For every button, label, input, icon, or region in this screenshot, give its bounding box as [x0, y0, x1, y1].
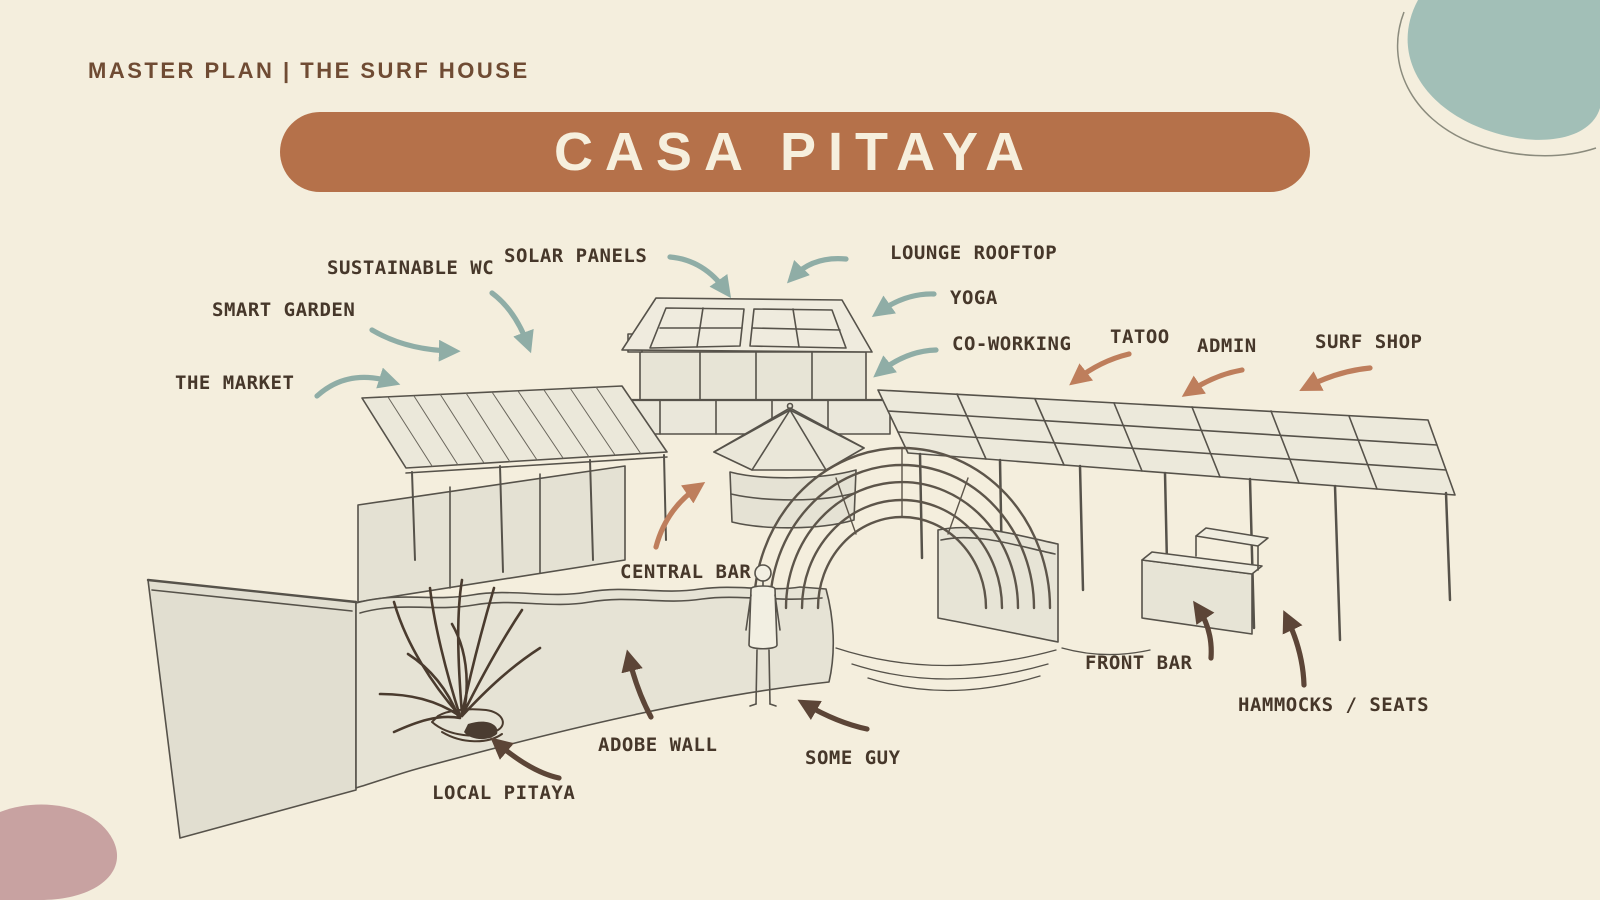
label-central-bar: CENTRAL BAR: [620, 561, 752, 583]
sketch-left-wall: [146, 578, 358, 839]
site-sketch: [146, 297, 1456, 839]
label-hammocks-seats: HAMMOCKS / SEATS: [1238, 694, 1430, 716]
sketch-person: [745, 564, 781, 707]
label-smart-garden: SMART GARDEN: [212, 299, 356, 321]
arrow-some-guy: [797, 699, 870, 732]
label-lounge-rooftop: LOUNGE ROOFTOP: [890, 242, 1058, 264]
annotation-arrows: [314, 254, 1373, 781]
arrow-lounge-rooftop: [786, 256, 849, 284]
sketch-front-bar-counter: [937, 526, 1059, 643]
label-admin: ADMIN: [1197, 335, 1257, 357]
sketch-arch-trellis: [752, 446, 1052, 610]
teal-blob-decoration: [1407, 0, 1600, 140]
arrow-front-bar: [1193, 600, 1215, 661]
title-pill: CASA PITAYA: [280, 112, 1310, 192]
arrow-central-bar: [653, 482, 706, 550]
sketch-ground-steps: [835, 647, 1151, 692]
label-sustainable-wc: SUSTAINABLE WC: [327, 257, 495, 279]
label-local-pitaya: LOCAL PITAYA: [432, 782, 576, 804]
arrow-sustainable-wc: [489, 290, 534, 354]
arrow-surf-shop: [1299, 365, 1373, 392]
arrow-smart-garden: [369, 327, 461, 362]
label-front-bar: FRONT BAR: [1085, 652, 1193, 674]
teal-blob-outline-decoration: [1396, 11, 1597, 157]
label-some-guy: SOME GUY: [805, 747, 901, 769]
arrow-the-market: [314, 367, 401, 399]
sketch-market-back-wall: [357, 465, 626, 603]
sketch-market-roof: [361, 385, 668, 573]
kicker-text: MASTER PLAN | THE SURF HOUSE: [88, 58, 530, 83]
pink-blob-decoration: [0, 804, 118, 900]
label-surf-shop: SURF SHOP: [1315, 331, 1423, 353]
sketch-pitaya-plant: [378, 578, 542, 743]
arrow-solar-panels: [667, 254, 732, 299]
arrow-adobe-wall: [621, 649, 654, 720]
label-co-working: CO-WORKING: [952, 333, 1072, 355]
label-yoga: YOGA: [950, 287, 998, 309]
label-tatoo: TATOO: [1110, 326, 1170, 348]
arrow-hammocks-seats: [1282, 610, 1307, 688]
sketch-solar-building: [610, 297, 894, 435]
page-title: CASA PITAYA: [553, 122, 1037, 182]
label-solar-panels: SOLAR PANELS: [504, 245, 648, 267]
arrow-co-working: [873, 347, 939, 378]
arrow-local-pitaya: [490, 737, 562, 781]
sketch-right-pergola: [877, 389, 1456, 643]
label-adobe-wall: ADOBE WALL: [598, 734, 718, 756]
arrow-yoga: [871, 291, 937, 318]
label-the-market: THE MARKET: [175, 372, 295, 394]
arrow-tatoo: [1069, 351, 1132, 386]
arrow-admin: [1181, 367, 1245, 397]
